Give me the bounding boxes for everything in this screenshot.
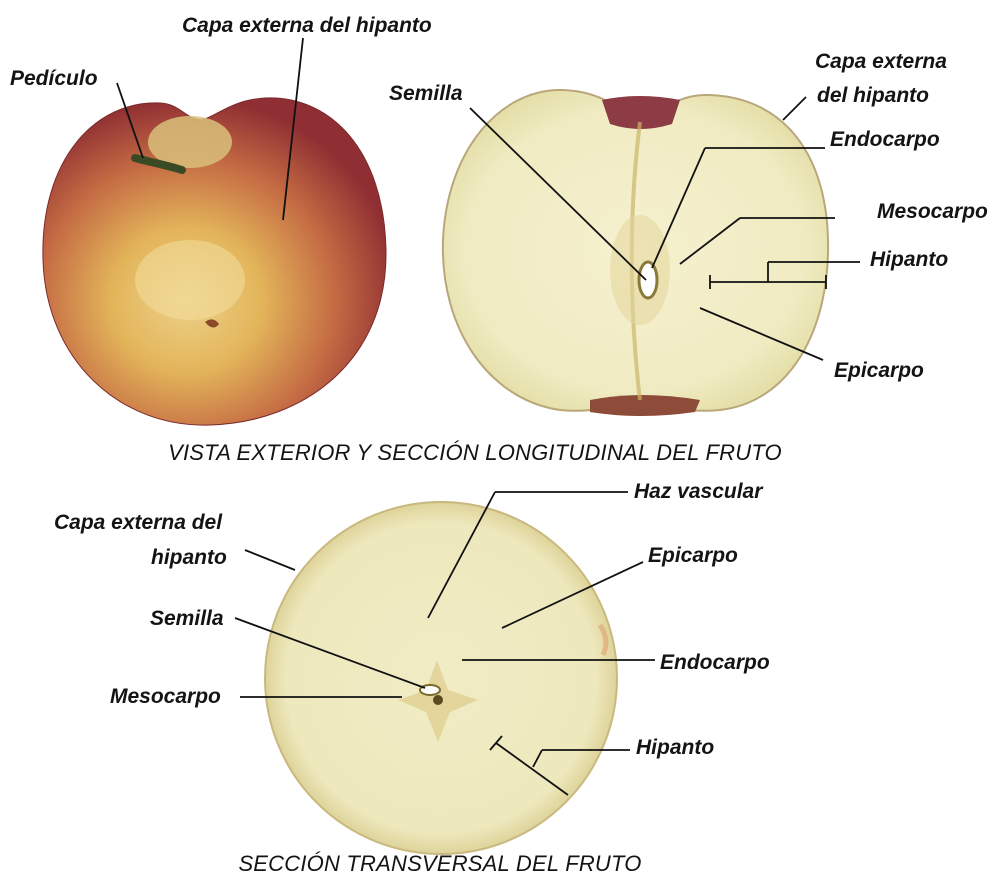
label-longitudinal-endocarpo: Endocarpo	[830, 128, 940, 151]
label-transverse-endocarpo: Endocarpo	[660, 651, 770, 674]
label-transverse-semilla: Semilla	[150, 607, 224, 630]
label-longitudinal-hipanto: Hipanto	[870, 248, 948, 271]
label-longitudinal-semilla: Semilla	[389, 82, 463, 105]
label-transverse-hipanto: Hipanto	[636, 736, 714, 759]
transverse-center	[433, 695, 443, 705]
longitudinal-seed-cavity	[639, 262, 657, 298]
transverse-section-illustration	[265, 502, 617, 854]
label-transverse-haz-vascular: Haz vascular	[634, 480, 764, 503]
label-longitudinal-epicarpo: Epicarpo	[834, 359, 924, 382]
label-transverse-capa-line1: Capa externa del	[54, 511, 223, 534]
label-longitudinal-capa-line2: del hipanto	[817, 84, 929, 107]
longitudinal-bottom-skin	[590, 395, 700, 416]
apple-highlight	[135, 240, 245, 320]
label-longitudinal-capa-line1: Capa externa	[815, 50, 947, 73]
label-transverse-mesocarpo: Mesocarpo	[110, 685, 221, 708]
label-longitudinal-mesocarpo: Mesocarpo	[877, 200, 988, 223]
label-exterior-pediculo: Pedículo	[10, 67, 98, 90]
label-transverse-capa-line2: hipanto	[151, 546, 227, 569]
caption-top: VISTA EXTERIOR Y SECCIÓN LONGITUDINAL DE…	[168, 440, 782, 465]
label-exterior-capa-externa: Capa externa del hipanto	[182, 14, 432, 37]
whole-apple-illustration	[43, 98, 386, 425]
caption-bottom: SECCIÓN TRANSVERSAL DEL FRUTO	[238, 851, 641, 876]
label-transverse-epicarpo: Epicarpo	[648, 544, 738, 567]
